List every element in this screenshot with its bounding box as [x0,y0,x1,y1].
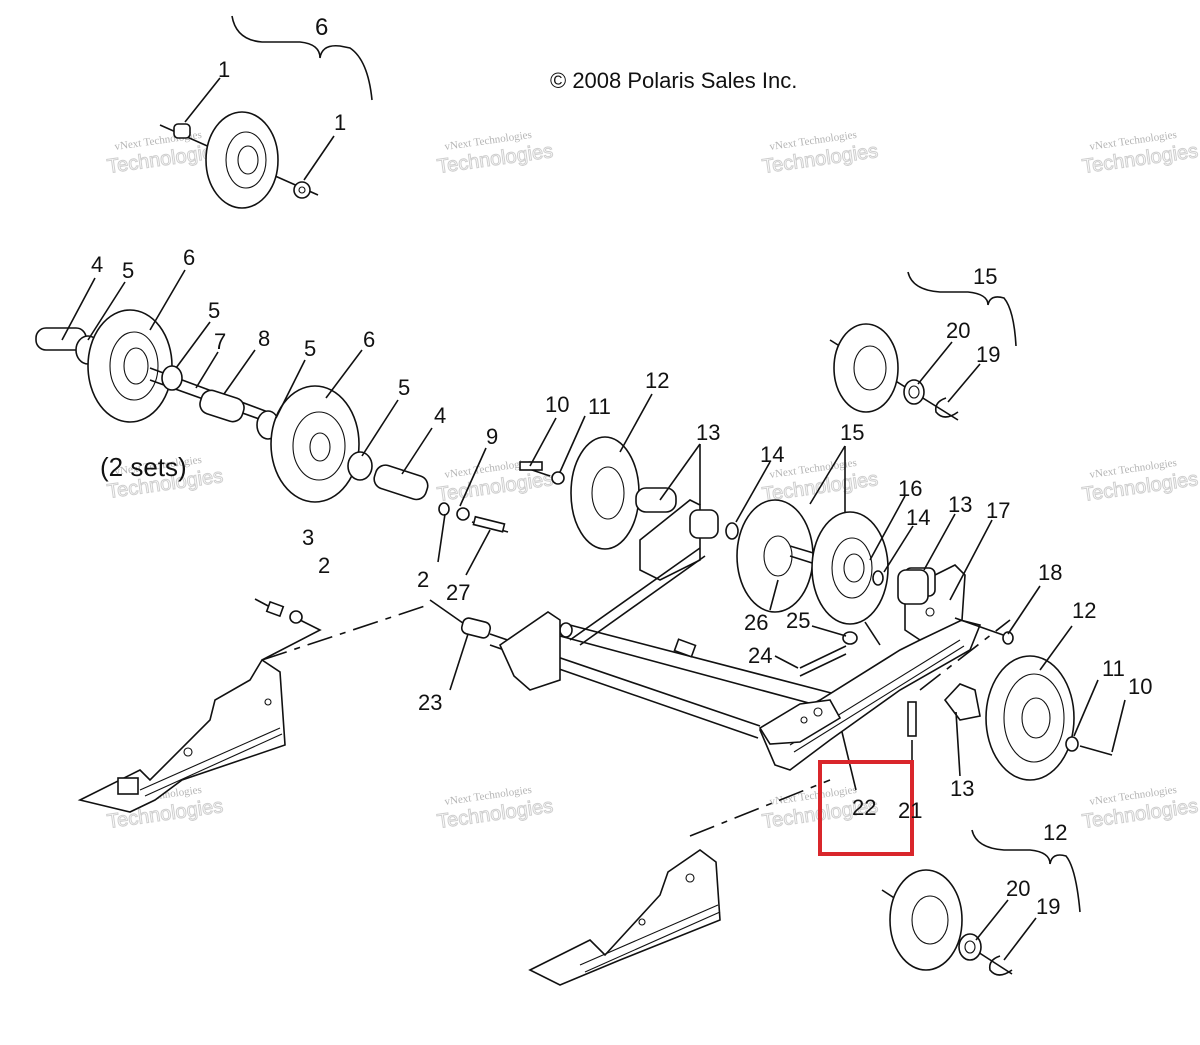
callout-label: 7 [214,329,226,354]
callout-label: 6 [183,245,195,270]
callout-label: 27 [446,580,470,605]
callout-label: 3 [302,525,314,550]
callout-label: 16 [898,476,922,501]
callout-label: 17 [986,498,1010,523]
callout-label: 20 [946,318,970,343]
front-axle-assembly [35,269,509,576]
callout-label: 10 [1128,674,1152,699]
callout-label: 26 [744,610,768,635]
callout-label: 20 [1006,876,1030,901]
callout-label: 9 [486,424,498,449]
callout-label: 4 [434,403,446,428]
callout-label: 8 [258,326,270,351]
callout-label: 4 [91,252,103,277]
callout-label: 13 [950,776,974,801]
callout-label: 6 [363,327,375,352]
callout-label: 12 [1072,598,1096,623]
callout-label: 5 [122,258,134,283]
lower-rail [528,849,721,986]
callout-label: 6 [315,14,328,41]
highlight-box [818,760,914,856]
center-frame [449,393,1126,837]
callout-label: 14 [760,442,784,467]
callout-label: 15 [973,264,997,289]
callout-label: 18 [1038,560,1062,585]
callout-label: 5 [304,336,316,361]
callout-label: 19 [976,342,1000,367]
wheel-assembly-12-bottom [881,829,1081,976]
callout-label: 5 [398,375,410,400]
wheel-assembly-6 [159,15,373,209]
callout-label: 1 [334,110,346,135]
callout-label: 14 [906,505,930,530]
callout-label: 13 [948,492,972,517]
callout-label: 13 [696,420,720,445]
callout-label: 2 [318,553,330,578]
callout-label: 5 [208,298,220,323]
callout-label: 11 [588,394,611,419]
wheel-assembly-15-top [829,271,1017,421]
callout-label: 2 [417,567,429,592]
callout-label: 21 [898,798,922,823]
callout-label: 12 [645,368,669,393]
callout-label: 23 [418,690,442,715]
callout-label: 15 [840,420,864,445]
callout-labels: 1 1 6 4 5 6 5 7 8 5 6 5 4 9 2 27 3 2 10 … [91,14,1152,919]
left-rail [77,598,471,813]
callout-label: 1 [218,57,230,82]
callout-label: 12 [1043,820,1067,845]
callout-label: 22 [852,795,876,820]
sets-note: (2 sets) [100,452,187,482]
callout-label: 24 [748,643,772,668]
callout-label: 25 [786,608,810,633]
callout-label: 10 [545,392,569,417]
copyright-text: © 2008 Polaris Sales Inc. [550,68,797,93]
callout-label: 11 [1102,656,1125,681]
callout-label: 19 [1036,894,1060,919]
